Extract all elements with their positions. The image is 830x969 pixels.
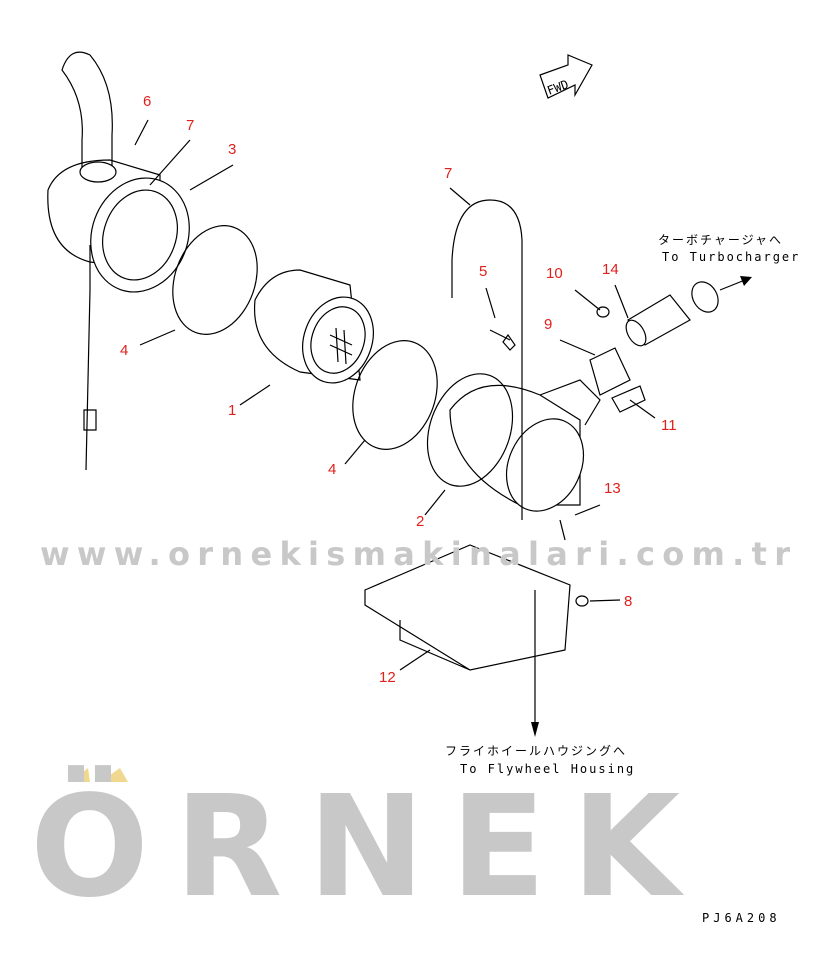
callout: 4	[328, 461, 336, 478]
callout: 1	[228, 402, 236, 419]
air-cleaner-body	[426, 373, 601, 512]
turbo-note-jp: ターボチャージャへ	[658, 233, 783, 247]
callout: 7	[444, 165, 452, 182]
watermark-brand: ÖRNEK	[30, 764, 685, 929]
bolt-13	[559, 519, 566, 541]
flywheel-note-en: To Flywheel Housing	[460, 762, 635, 776]
watermark-url: www.ornekismakinalari.com.tr	[40, 535, 790, 573]
callout: 2	[416, 513, 424, 530]
watermark: ÖRNEK www.ornekismakinalari.com.tr	[30, 535, 790, 929]
callout: 11	[661, 417, 677, 434]
callouts: 6 7 3 4 1 7 5 10 14 9 11 4 2 13 8 12	[120, 93, 677, 686]
intake-pipe	[47, 51, 190, 471]
callout: 10	[546, 265, 563, 282]
callout: 4	[120, 342, 128, 359]
callout: 3	[228, 141, 236, 158]
bracket-12	[364, 544, 571, 671]
nut-8	[575, 595, 589, 607]
bolt-5	[489, 329, 516, 351]
gasket-4a	[172, 225, 258, 335]
callout: 12	[379, 669, 396, 686]
fwd-label: FWD	[545, 77, 570, 98]
filter-element	[253, 269, 374, 384]
callout: 5	[479, 263, 487, 280]
watermark-accent	[70, 768, 128, 782]
flywheel-note-jp: フライホイールハウジングへ	[445, 744, 627, 758]
turbo-note-en: To Turbocharger	[662, 250, 800, 264]
rod-7	[451, 199, 523, 520]
callout: 7	[186, 117, 194, 134]
callout: 6	[143, 93, 151, 110]
gasket-4b	[352, 340, 438, 450]
callout: 9	[544, 316, 552, 333]
drawing-code: PJ6A208	[702, 911, 781, 925]
callout: 8	[624, 593, 632, 610]
callout: 14	[602, 261, 619, 278]
hose-parts	[589, 281, 719, 413]
callout: 13	[604, 480, 621, 497]
fwd-arrow-icon: FWD	[539, 54, 593, 99]
